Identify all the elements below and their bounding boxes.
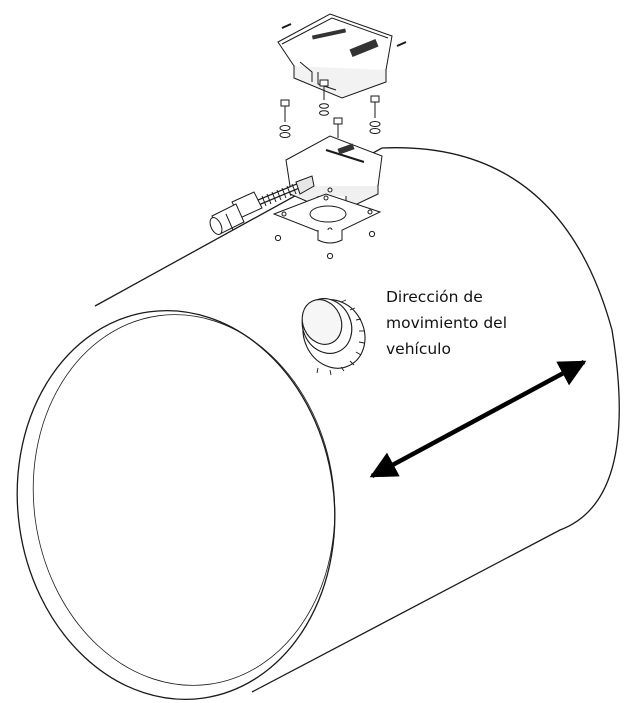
tank-front-rim [32,314,336,686]
direction-arrow [369,360,587,478]
sensor-assembly [209,13,407,260]
cap-icon [301,298,366,376]
tank-front-end [16,309,336,701]
connector-icon [209,191,263,235]
caption-line-1: Dirección de [386,288,483,306]
bolt-icon [279,79,381,138]
caption-line-2: movimiento del [386,314,507,332]
mounting-flange [272,193,382,244]
sensor-lid [277,13,407,99]
caption-line-3: vehículo [386,340,451,358]
fuel-tank [16,147,620,701]
direction-caption: Dirección de movimiento del vehículo [386,284,626,362]
screw-icon [274,187,376,260]
